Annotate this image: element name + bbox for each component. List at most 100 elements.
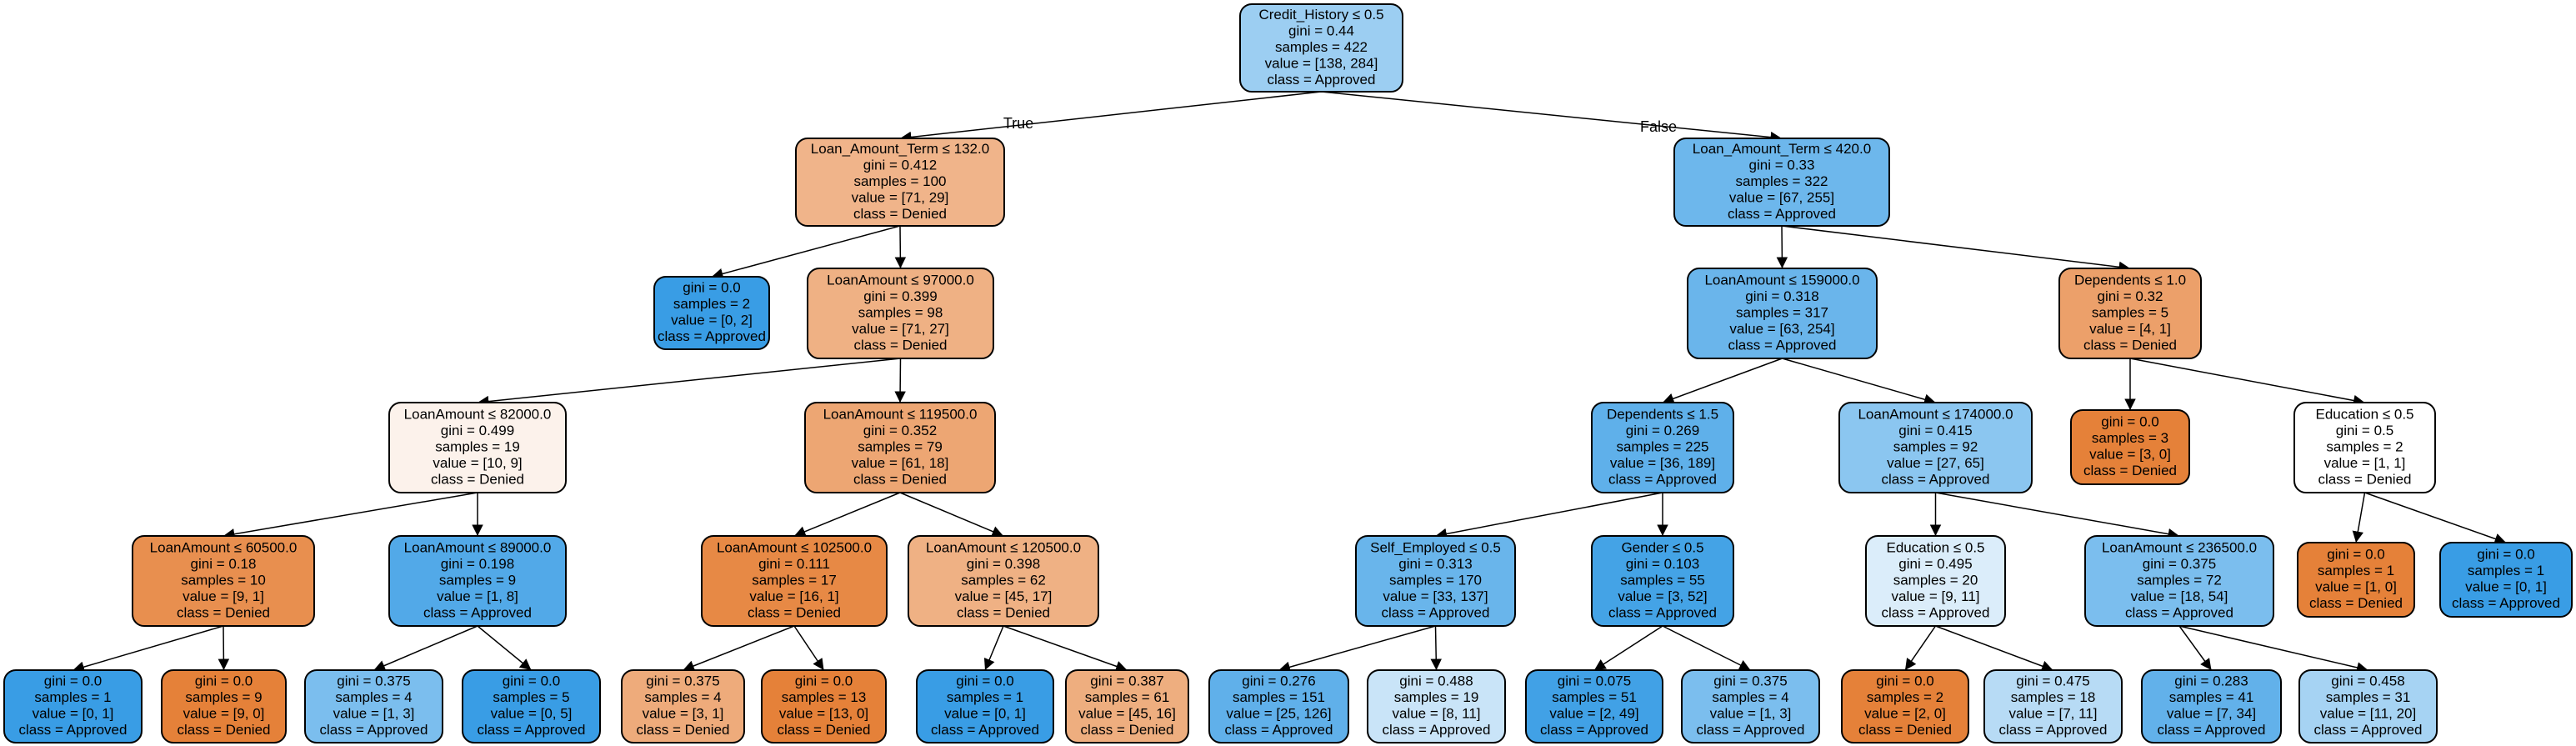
tree-node-box: [1687, 268, 1878, 359]
tree-node-line: class = Denied: [2083, 337, 2177, 353]
edge-n12-n14: [793, 625, 825, 671]
edge-n12-n13: [683, 625, 795, 672]
tree-node-box: [1673, 138, 1890, 227]
tree-node-line: samples = 2: [2326, 438, 2403, 454]
tree-node-line: class = Denied: [853, 206, 947, 222]
tree-node-line: value = [16, 1]: [749, 588, 838, 604]
tree-node-line: gini = 0.0: [503, 673, 560, 689]
tree-node-line: gini = 0.375: [337, 673, 410, 689]
tree-node-line: gini = 0.0: [795, 673, 853, 689]
tree-node-line: samples = 4: [1712, 689, 1788, 705]
tree-node-line: gini = 0.198: [441, 556, 514, 572]
edge-label-false: False: [1640, 118, 1677, 135]
tree-node-line: samples = 31: [2326, 689, 2411, 705]
edge-n5-n7: [218, 625, 230, 671]
edge-n0-n18: [1321, 91, 1783, 143]
tree-node-line: samples = 55: [1620, 572, 1705, 588]
tree-node-line: samples = 20: [1893, 572, 1978, 588]
tree-node-box: [1591, 402, 1734, 493]
tree-node-line: gini = 0.103: [1626, 556, 1699, 572]
tree-node-line: class = Denied: [1858, 722, 1952, 738]
tree-node-line: gini = 0.375: [2143, 556, 2216, 572]
tree-node-line: samples = 92: [1893, 438, 1978, 454]
tree-node-line: value = [71, 27]: [852, 321, 949, 337]
tree-node-line: class = Approved: [1882, 471, 1990, 487]
tree-node-line: class = Denied: [778, 722, 871, 738]
tree-node-line: gini = 0.0: [2477, 547, 2534, 563]
tree-node-box: [1983, 669, 2123, 743]
tree-node-line: gini = 0.269: [1626, 423, 1699, 438]
tree-node-box: [807, 268, 994, 359]
tree-node-line: value = [45, 17]: [955, 588, 1053, 604]
tree-node-box: [2298, 669, 2438, 743]
tree-node-line: class = Denied: [854, 337, 948, 353]
tree-node-box: [761, 669, 887, 743]
tree-node-line: gini = 0.111: [758, 556, 830, 572]
edge-n21-n23: [1430, 625, 1442, 671]
tree-node-line: value = [8, 11]: [1392, 706, 1480, 722]
tree-node-line: value = [1, 3]: [333, 706, 415, 722]
tree-node-line: value = [2, 49]: [1549, 706, 1638, 722]
tree-node-line: gini = 0.0: [683, 280, 740, 296]
tree-node-line: samples = 13: [782, 689, 867, 705]
tree-node-line: LoanAmount ≤ 174000.0: [1858, 406, 2013, 422]
tree-node-line: gini = 0.0: [2327, 547, 2384, 563]
tree-node-line: LoanAmount ≤ 89000.0: [404, 539, 552, 555]
tree-node-line: class = Denied: [431, 471, 524, 487]
tree-node-line: samples = 5: [2092, 304, 2168, 320]
tree-node-box: [701, 535, 888, 627]
edge-n21-n22: [1278, 625, 1436, 673]
edge-n3-n4: [477, 358, 901, 408]
tree-node-line: gini = 0.318: [1745, 288, 1818, 304]
edge-n31-n32: [2178, 625, 2213, 671]
edge-n31-n33: [2178, 625, 2368, 673]
tree-node-line: value = [0, 1]: [944, 706, 1026, 722]
tree-node-box: [2058, 268, 2202, 359]
tree-node-box: [132, 535, 315, 627]
tree-node-line: Education ≤ 0.5: [2315, 406, 2413, 422]
tree-node-line: value = [3, 52]: [1618, 588, 1707, 604]
tree-node-line: class = Approved: [1999, 722, 2108, 738]
tree-node-line: gini = 0.495: [1898, 556, 1972, 572]
tree-node-line: class = Approved: [2452, 595, 2560, 611]
edge-n4-n5: [223, 492, 478, 540]
tree-node-line: samples = 2: [1867, 689, 1943, 705]
tree-node-line: value = [63, 254]: [1729, 321, 1834, 337]
tree-node-line: gini = 0.283: [2174, 673, 2248, 689]
tree-node-line: value = [4, 1]: [2089, 321, 2171, 337]
edge-n3-n11: [894, 358, 906, 403]
tree-node-line: class = Approved: [2158, 722, 2266, 738]
edge-n15-n17: [1003, 625, 1128, 672]
tree-node-line: class = Approved: [658, 328, 766, 344]
tree-node-box: [2070, 409, 2190, 485]
edge-n19-n27: [1782, 358, 1936, 405]
tree-node-box: [1681, 669, 1820, 743]
tree-node-line: value = [2, 0]: [1864, 706, 1946, 722]
tree-node-line: LoanAmount ≤ 120500.0: [926, 539, 1081, 555]
edge-n8-n9: [373, 625, 478, 671]
tree-node-line: value = [1, 8]: [437, 588, 518, 604]
tree-node-line: class = Denied: [2083, 463, 2177, 478]
tree-node-box: [804, 402, 996, 493]
tree-node-line: samples = 19: [1394, 689, 1479, 705]
tree-node-line: LoanAmount ≤ 60500.0: [150, 539, 298, 555]
tree-node-line: class = Approved: [320, 722, 428, 738]
tree-node-box: [388, 402, 567, 493]
edge-n11-n15: [899, 492, 1004, 538]
tree-node-box: [1591, 535, 1734, 627]
tree-node-line: class = Denied: [1081, 722, 1174, 738]
edge-n28-n29: [1904, 625, 1937, 671]
tree-node-line: class = Approved: [1383, 722, 1491, 738]
tree-node-box: [1838, 402, 2033, 493]
tree-node-line: gini = 0.375: [1713, 673, 1787, 689]
tree-node-box: [161, 669, 287, 743]
